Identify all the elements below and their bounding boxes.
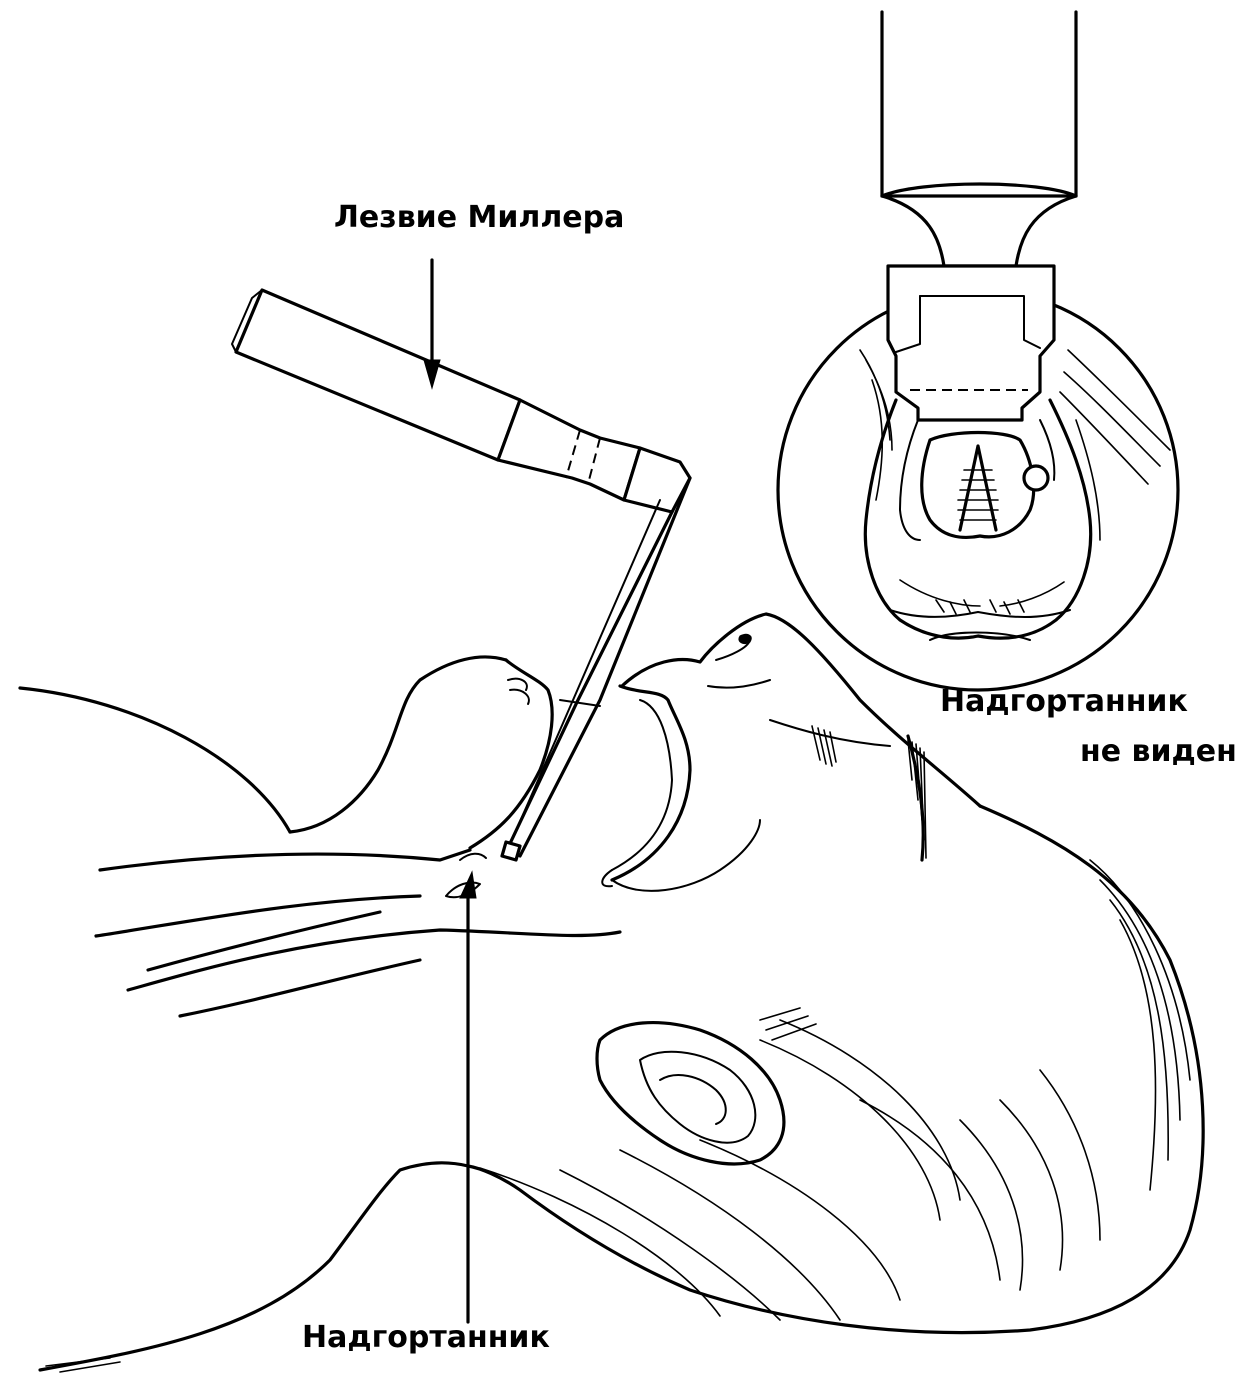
laryngoscope-handle xyxy=(236,290,520,460)
miller-blade xyxy=(520,478,690,856)
laryngoscope xyxy=(232,290,690,860)
label-epiglottis-not-visible-1: Надгортанник xyxy=(940,684,1188,720)
patient-figure xyxy=(20,614,1203,1372)
arrow-miller-blade xyxy=(424,260,440,388)
label-epiglottis: Надгортанник xyxy=(302,1320,550,1356)
label-miller-blade: Лезвие Миллера xyxy=(334,200,624,236)
arrow-epiglottis xyxy=(460,872,476,1322)
inset-laryngoscope-view xyxy=(778,12,1178,690)
label-epiglottis-not-visible-2: не виден xyxy=(1080,734,1237,770)
laryngoscope-neck xyxy=(498,400,640,500)
